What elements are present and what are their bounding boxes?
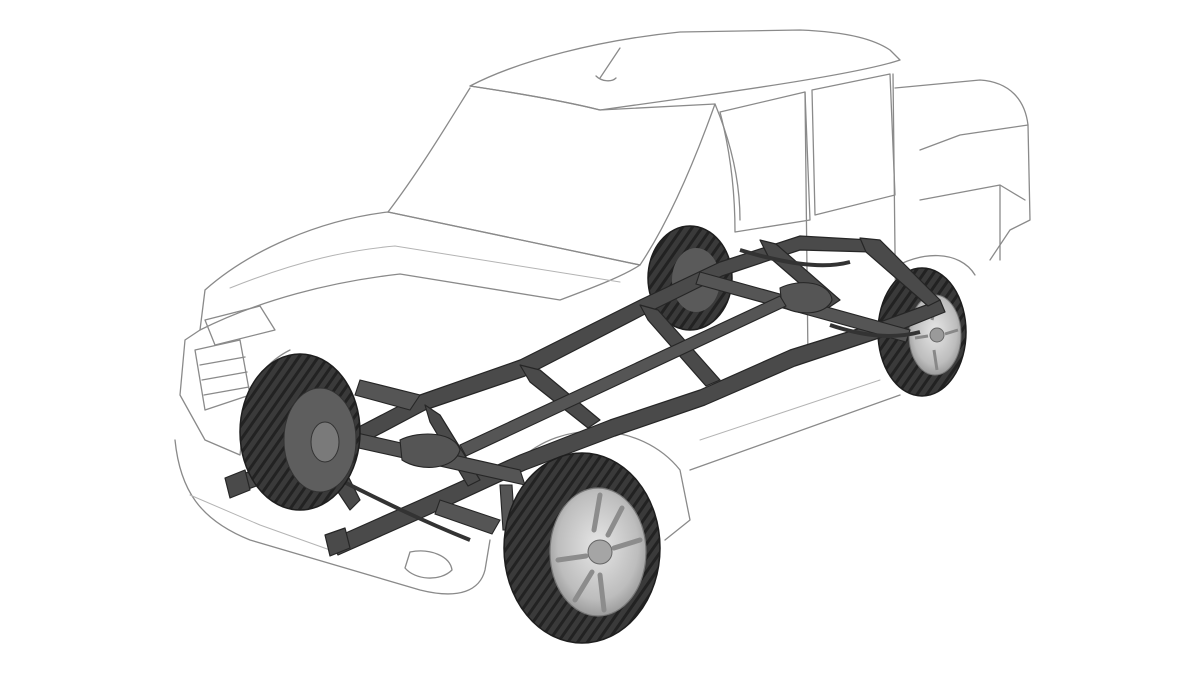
- frame-right-rail: [329, 299, 946, 556]
- frame-crossmember-3: [519, 364, 601, 429]
- antenna-outline: [595, 47, 621, 82]
- windshield-outline: [387, 85, 716, 266]
- bumper-lower-lip: [189, 494, 331, 551]
- control-arm-left: [354, 379, 421, 411]
- stabilizer-bar: [339, 478, 471, 542]
- differential: [399, 433, 461, 468]
- front-left-wheel: [239, 353, 361, 511]
- hub: [587, 539, 613, 565]
- rear-window-outline: [811, 73, 896, 216]
- tailgate-outline: [919, 124, 1029, 151]
- driveshaft: [459, 295, 787, 457]
- rear-drivetrain: [459, 248, 921, 457]
- a-pillar-outline: [714, 103, 741, 221]
- sill-outline: [689, 394, 901, 471]
- hub: [929, 327, 945, 343]
- frame-crossmember-rear: [859, 237, 941, 307]
- leaf-spring-right: [829, 323, 921, 338]
- roof-outline: [469, 29, 901, 111]
- headlight-outline: [204, 305, 276, 346]
- door-lower-line: [699, 379, 881, 441]
- truck-body-outline: [174, 29, 1031, 595]
- bed-side-outline: [919, 184, 1026, 261]
- front-right-wheel: [503, 452, 661, 644]
- front-bumper-outline: [174, 439, 491, 595]
- front-tow-hook-right: [324, 527, 351, 557]
- rim-spokes: [555, 492, 643, 613]
- hub: [310, 421, 340, 463]
- front-tow-hook-left: [224, 469, 251, 499]
- hood-crease: [229, 245, 621, 289]
- bed-outline: [894, 79, 1031, 261]
- grille-outline: [194, 339, 251, 411]
- leaf-spring-left: [739, 248, 851, 268]
- fog-lamp-outline: [404, 550, 453, 579]
- hood-outline: [199, 211, 641, 331]
- control-arm-right: [434, 499, 501, 535]
- front-window-outline: [719, 91, 811, 233]
- rear-differential: [779, 282, 833, 314]
